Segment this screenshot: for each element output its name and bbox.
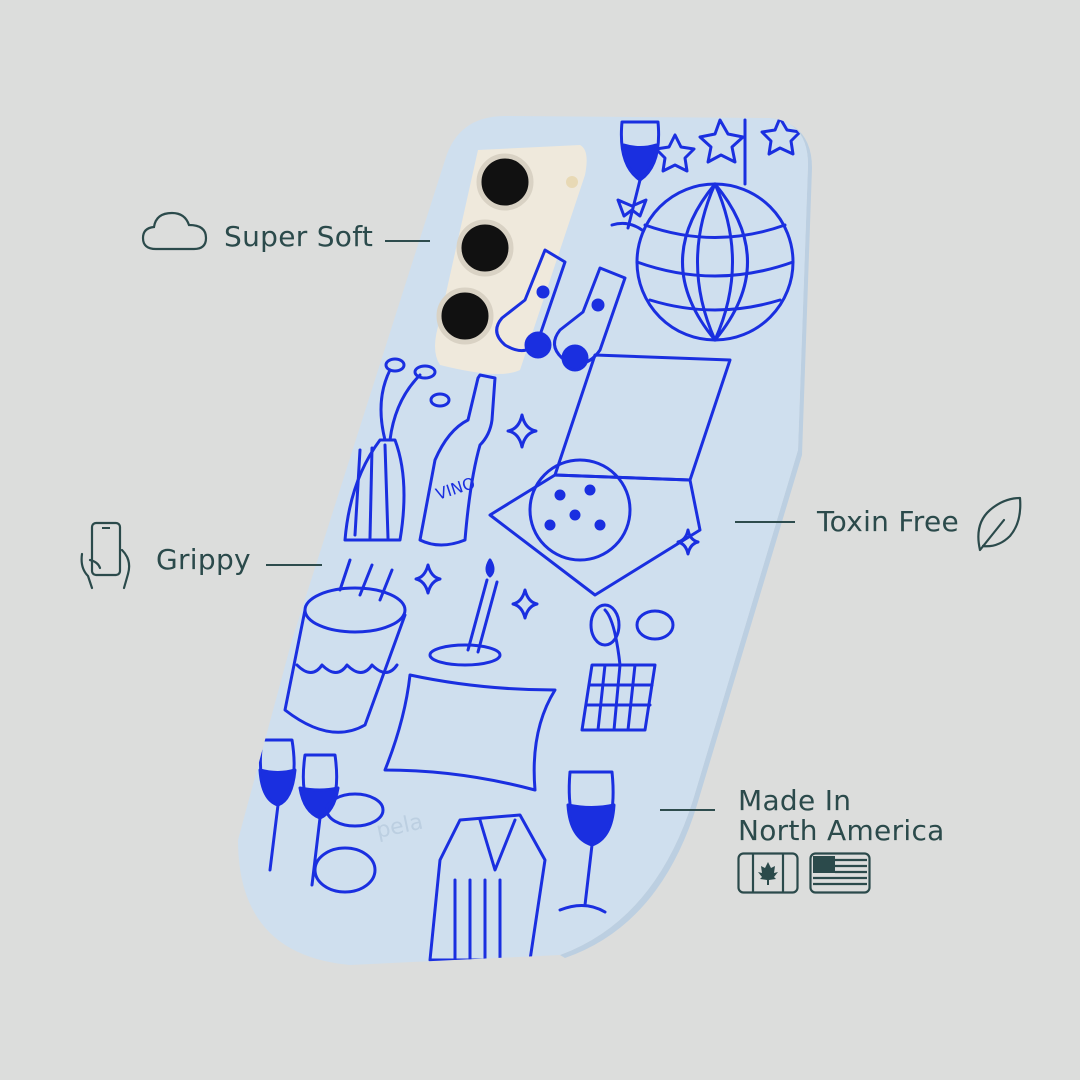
birthday-cake-doodle xyxy=(283,558,407,734)
star-doodle xyxy=(654,133,696,173)
phone-in-hand-icon xyxy=(80,521,131,590)
wine-glass-doodle xyxy=(610,120,661,232)
grippy-label: Grippy xyxy=(156,543,251,576)
star-doodle xyxy=(760,116,802,156)
candle-doodle xyxy=(428,558,502,667)
wine-bottle-doodle xyxy=(418,373,497,547)
toxin-free-label: Toxin Free xyxy=(817,505,960,538)
sparkle-doodle xyxy=(414,563,442,595)
pillow-doodle xyxy=(383,673,557,792)
wine-glass-doodle xyxy=(558,770,616,914)
slippers-doodle xyxy=(313,792,385,894)
canada-flag-icon xyxy=(737,852,799,894)
super-soft-label: Super Soft xyxy=(224,220,374,253)
camera-module xyxy=(435,145,587,374)
made-in-connector xyxy=(660,809,715,811)
leaf-icon xyxy=(977,496,1022,552)
wine-glasses-doodle xyxy=(258,738,340,887)
sparkle-doodle xyxy=(511,588,539,620)
grippy-connector xyxy=(266,564,322,566)
pizza-box-doodle xyxy=(488,353,732,597)
usa-flag-icon xyxy=(809,852,871,894)
cloud-icon xyxy=(141,211,208,251)
star-doodle xyxy=(698,118,745,164)
sparkle-doodle xyxy=(676,528,700,556)
super-soft-connector xyxy=(385,240,430,242)
sparkle-doodle xyxy=(506,413,538,449)
plant-pot-doodle xyxy=(580,603,675,732)
disco-ball-doodle xyxy=(635,118,795,342)
made-in-label-line1: Made In xyxy=(738,784,852,817)
toxin-free-connector xyxy=(735,521,795,523)
made-in-label-line2: North America xyxy=(738,814,945,847)
flower-vase-doodle xyxy=(343,357,451,542)
